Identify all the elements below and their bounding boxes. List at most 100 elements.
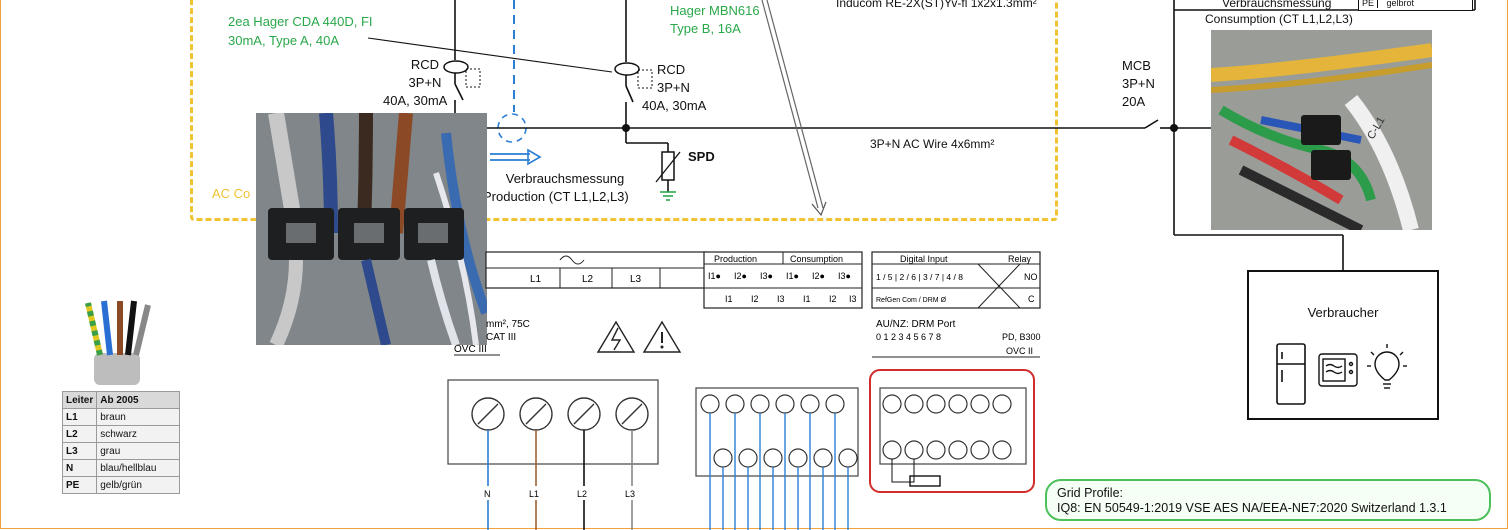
ct-wires: [709, 413, 849, 530]
ac-l2-header: L2: [582, 274, 594, 285]
hager-cda-label: 2ea Hager CDA 440D, FI: [228, 14, 373, 29]
relay-no: NO: [1024, 272, 1038, 282]
cable-illustration: [85, 300, 151, 385]
cat-rating: CAT III: [486, 332, 516, 343]
relay-header: Relay: [1008, 254, 1032, 264]
table-cell: grau: [96, 442, 180, 460]
ct-label: I3●: [838, 271, 851, 281]
rcd1-rating: 40A, 30mA: [383, 93, 448, 108]
rcd2-label: RCD: [657, 62, 686, 77]
rcd2-rating: 40A, 30mA: [642, 98, 707, 113]
ct-label: I3: [777, 294, 785, 304]
consumption-ct-photo-art: C-L1: [1211, 30, 1432, 230]
ct-label: I1●: [786, 271, 799, 281]
pd-rating: PD, B300: [1002, 332, 1041, 342]
spd-label: SPD: [688, 149, 715, 164]
lightbulb-icon: [1367, 344, 1407, 389]
drm-numbers: 0 1 2 3 4 5 6 7 8: [876, 332, 941, 342]
mcb-rating: 20A: [1122, 94, 1146, 109]
ovc2-rating: OVC II: [1006, 346, 1033, 356]
wire-label: L3: [625, 489, 635, 499]
table-cell: blau/hellblau: [96, 459, 180, 477]
ac-l3-header: L3: [630, 274, 642, 285]
production-ct-photo: [256, 113, 487, 345]
wire-spec: mm², 75C: [486, 319, 530, 330]
production-ct-photo-art: [256, 113, 487, 345]
inducom-label: Inducom RE-2X(ST)Yv-fl 1x2x1.3mm²: [836, 0, 1037, 10]
ct-screws: [700, 394, 858, 468]
terminal-block-diagram: L1 L2 L3 mm², 75C CAT III OVC III Produc…: [447, 251, 1041, 530]
verbrauch-cons-title: Verbrauchsmessung: [1222, 0, 1332, 10]
ac-l1-header: L1: [530, 274, 542, 285]
di-channels: 1 / 5 | 2 / 6 | 3 / 7 | 4 / 8: [876, 272, 963, 282]
table-cell: gelb/grün: [96, 476, 180, 494]
ct-label: I1●: [708, 271, 721, 281]
ct-label: I2: [829, 294, 837, 304]
appliance-icons: [1276, 343, 1407, 405]
ct-bottom-row: I1 I2 I3 I1 I2 I3: [725, 294, 857, 304]
table-cell: PE: [61, 476, 98, 494]
wire-label: L2: [577, 489, 587, 499]
ct-label: I3●: [760, 271, 773, 281]
mcb-poles: 3P+N: [1122, 76, 1155, 91]
table-cell: L2: [61, 425, 98, 443]
table-cell: schwarz: [96, 425, 180, 443]
ct-label: I3: [849, 294, 857, 304]
table-cell: N: [61, 459, 98, 477]
verbrauch-cons-sub: Consumption (CT L1,L2,L3): [1205, 12, 1353, 26]
mcb-label: MCB: [1122, 58, 1151, 73]
consumption-header: Consumption: [790, 254, 843, 264]
table-cell: braun: [96, 408, 180, 426]
digital-input-header: Digital Input: [900, 254, 948, 264]
ac-combiner-box: [190, 0, 1058, 221]
verbraucher-label: Verbraucher: [1307, 305, 1379, 320]
drm-title: AU/NZ: DRM Port: [876, 319, 956, 330]
fridge-icon: [1276, 343, 1306, 405]
relay-c: C: [1028, 294, 1035, 304]
ct-top-row: I1● I2● I3● I1● I2● I3●: [708, 271, 851, 281]
hager-mbn-label: Hager MBN616: [670, 3, 760, 18]
table-cell: L3: [61, 442, 98, 460]
table-cell: L1: [61, 408, 98, 426]
ct-label: I1: [725, 294, 733, 304]
consumption-ct-photo: C-L1: [1211, 30, 1432, 230]
hager-cda-spec: 30mA, Type A, 40A: [228, 33, 340, 48]
wire-label: L1: [529, 489, 539, 499]
ct-label: I2●: [734, 271, 747, 281]
di-screws: [882, 394, 1012, 460]
microwave-icon: [1318, 353, 1358, 387]
ovc-rating: OVC III: [454, 344, 487, 355]
verbrauch-prod-title: Verbrauchsmessung: [505, 171, 625, 186]
hager-mbn-spec: Type B, 16A: [670, 21, 741, 36]
refgen-label: RefGen Com / DRM Ø: [876, 297, 947, 304]
pe-legend-color: gelbrot: [1386, 0, 1415, 8]
ct-label: I1: [803, 294, 811, 304]
verbrauch-prod-sub: Production (CT L1,L2,L3): [483, 189, 629, 204]
ac-screws: [471, 397, 649, 431]
grid-profile-value: IQ8: EN 50549-1:2019 VSE AES NA/EEA-NE7:…: [1057, 501, 1447, 515]
ac-combiner-label: AC Co: [212, 186, 251, 201]
grid-profile-box: Grid Profile: IQ8: EN 50549-1:2019 VSE A…: [1045, 479, 1491, 521]
verbraucher-box: Verbraucher: [1247, 270, 1439, 420]
table-header: Leiter: [61, 391, 98, 409]
pe-legend-label: PE: [1359, 0, 1379, 8]
wire-label: N: [484, 489, 491, 499]
ac-wire-label: 3P+N AC Wire 4x6mm²: [870, 137, 995, 151]
production-header: Production: [714, 254, 757, 264]
pe-legend: PE gelbrot: [1358, 0, 1473, 11]
rcd1-poles: 3P+N: [408, 75, 442, 90]
ct-label: I2: [751, 294, 759, 304]
wire-labels: N L1 L2 L3: [480, 486, 640, 500]
ct-label: I2●: [812, 271, 825, 281]
grid-profile-title: Grid Profile:: [1057, 486, 1123, 500]
rcd2-poles: 3P+N: [657, 80, 690, 95]
rcd1-label: RCD: [410, 57, 440, 72]
table-header: Ab 2005: [96, 391, 180, 409]
